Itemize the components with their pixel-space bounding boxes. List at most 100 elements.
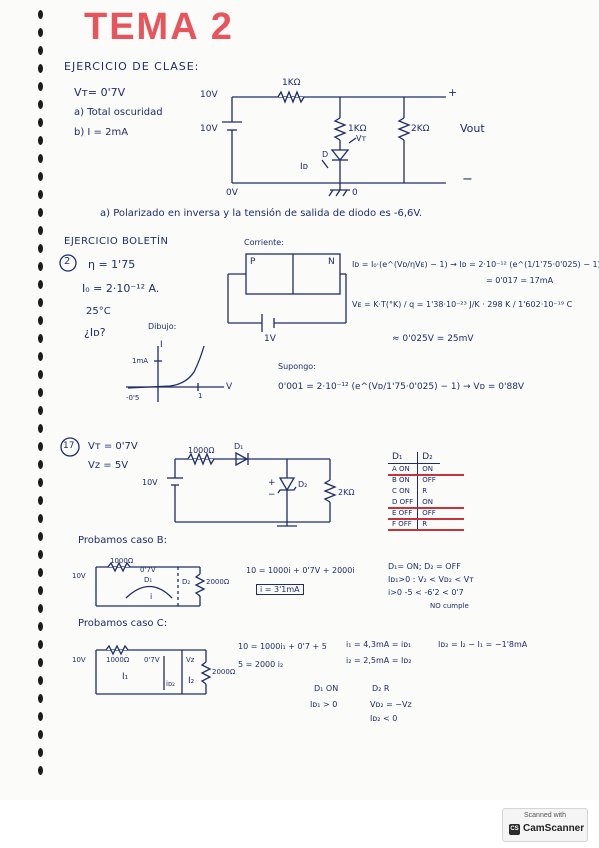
binder-hole-icon: [38, 424, 43, 433]
problem-17-number: 17: [63, 441, 75, 451]
row-d2: R: [422, 487, 428, 495]
case-c-r2: 2000Ω: [212, 668, 236, 676]
binder-hole-icon: [38, 694, 43, 703]
case-b-cond3: i>0 -5 < -6'2 < 0'7: [388, 588, 464, 597]
binder-hole-icon: [38, 334, 43, 343]
binder-hole-icon: [38, 442, 43, 451]
p2-eta: η = 1'75: [88, 258, 136, 271]
binder-hole-icon: [38, 316, 43, 325]
row-d1: OFF: [399, 498, 414, 506]
row-d2: OFF: [422, 509, 436, 517]
p2-supongo: Supongo:: [278, 362, 316, 371]
case-c-s1: D₁ ON: [314, 684, 339, 693]
binder-hole-icon: [38, 352, 43, 361]
binder-hole-icon: [38, 244, 43, 253]
binder-hole-icon: [38, 190, 43, 199]
class-vt-mark: Vᴛ: [356, 134, 367, 143]
binder-hole-icon: [38, 712, 43, 721]
class-conclusion: a) Polarizado en inversa y la tensión de…: [100, 208, 423, 219]
binder-hole-icon: [38, 730, 43, 739]
p17-d1: D₁: [234, 442, 244, 451]
binder-hole-icon: [38, 514, 43, 523]
binder-hole-icon: [38, 406, 43, 415]
case-c-id2: iᴅ₂: [166, 680, 175, 688]
graph-1ma: 1mA: [132, 357, 149, 365]
case-b-source: 10V: [72, 572, 86, 580]
graph-v-label: V: [226, 382, 233, 392]
class-left-source: 10V: [200, 124, 218, 134]
p2-eq3: ≈ 0'025V = 25mV: [392, 334, 474, 344]
binder-hole-icon: [38, 154, 43, 163]
case-c-r1-result: i₁ = 4,3mA = iᴅ₁: [346, 640, 412, 649]
binder-hole-icon: [38, 622, 43, 631]
binder-hole-icon: [38, 676, 43, 685]
p17-r2: 2KΩ: [338, 488, 355, 497]
binder-hole-icon: [38, 532, 43, 541]
binder-hole-icon: [38, 136, 43, 145]
diode-state-table: D₁ D₂ A ON ON B ON OFF C ON R D OFF ON E…: [388, 452, 440, 530]
binder-hole-icon: [38, 226, 43, 235]
graph-m05: -0'5: [126, 394, 140, 402]
table-row: B ON OFF: [388, 475, 440, 486]
binder-hole-icon: [38, 766, 43, 775]
case-c-s5: Iᴅ₂ < 0: [370, 714, 398, 723]
class-d-label: D: [322, 150, 329, 159]
strike-row-a: [388, 474, 464, 476]
case-b-cond2: Iᴅ₁>0 : V₂ < Vᴅ₂ < Vᴛ: [388, 575, 474, 584]
class-zero-left: 0V: [226, 188, 238, 198]
row-d1: ON: [399, 476, 410, 484]
class-exercise-heading: EJERCICIO DE CLASE:: [64, 60, 200, 73]
row-key: C: [392, 487, 397, 495]
case-c-heading: Probamos caso C:: [78, 618, 168, 629]
strike-row-e: [388, 518, 464, 520]
problem-2-number: 2: [64, 256, 71, 267]
case-c-i1: I₁: [122, 672, 129, 682]
binder-hole-icon: [38, 370, 43, 379]
binder-hole-icon: [38, 478, 43, 487]
binder-hole-icon: [38, 586, 43, 595]
notebook-page: TEMA 2 EJERCICIO DE CLASE: Vᴛ= 0'7V a) T…: [38, 6, 599, 775]
table-row: D OFF ON: [388, 497, 440, 508]
table-row: A ON ON: [388, 463, 440, 475]
binder-hole-icon: [38, 496, 43, 505]
row-key: F: [392, 520, 397, 528]
case-c-s4: Vᴅ₂ = −Vz: [370, 700, 412, 709]
binder-hole-icon: [38, 262, 43, 271]
pn-n-label: N: [328, 257, 335, 267]
case-b-d2: D₂: [182, 578, 191, 586]
row-d1: ON: [399, 465, 410, 473]
class-id-label: Iᴅ: [300, 162, 309, 172]
binder-hole-icon: [38, 280, 43, 289]
case-c-r3-result: Iᴅ₂ = I₂ − I₁ = −1'8mA: [438, 640, 528, 649]
binder-hole-icon: [38, 298, 43, 307]
row-key: B: [392, 476, 397, 484]
binder-hole-icon: [38, 46, 43, 55]
p2-io: I₀ = 2·10⁻¹² A.: [82, 282, 160, 295]
row-key: E: [392, 509, 397, 517]
table-row: F OFF R: [388, 519, 440, 530]
binder-hole-icon: [38, 10, 43, 19]
p17-d2: D₂: [298, 480, 308, 489]
p2-dibujo: Dibujo:: [148, 322, 177, 331]
camscanner-name: CamScanner: [523, 823, 585, 834]
case-c-s2: D₂ R: [372, 684, 390, 693]
row-d1: OFF: [398, 509, 413, 517]
binder-hole-icon: [38, 460, 43, 469]
case-c-s3: Iᴅ₁ > 0: [310, 700, 338, 709]
p17-minus: −: [268, 490, 276, 500]
row-key: A: [392, 465, 397, 473]
p2-corriente: Corriente:: [244, 238, 284, 247]
case-b-r1: 1000Ω: [110, 557, 134, 565]
p2-temp: 25°C: [86, 306, 111, 317]
case-c-source: 10V: [72, 656, 86, 664]
p17-vt: Vᴛ = 0'7V: [88, 441, 138, 452]
binder-hole-icon: [38, 388, 43, 397]
binder-hole-icon: [38, 82, 43, 91]
binder-hole-icon: [38, 100, 43, 109]
